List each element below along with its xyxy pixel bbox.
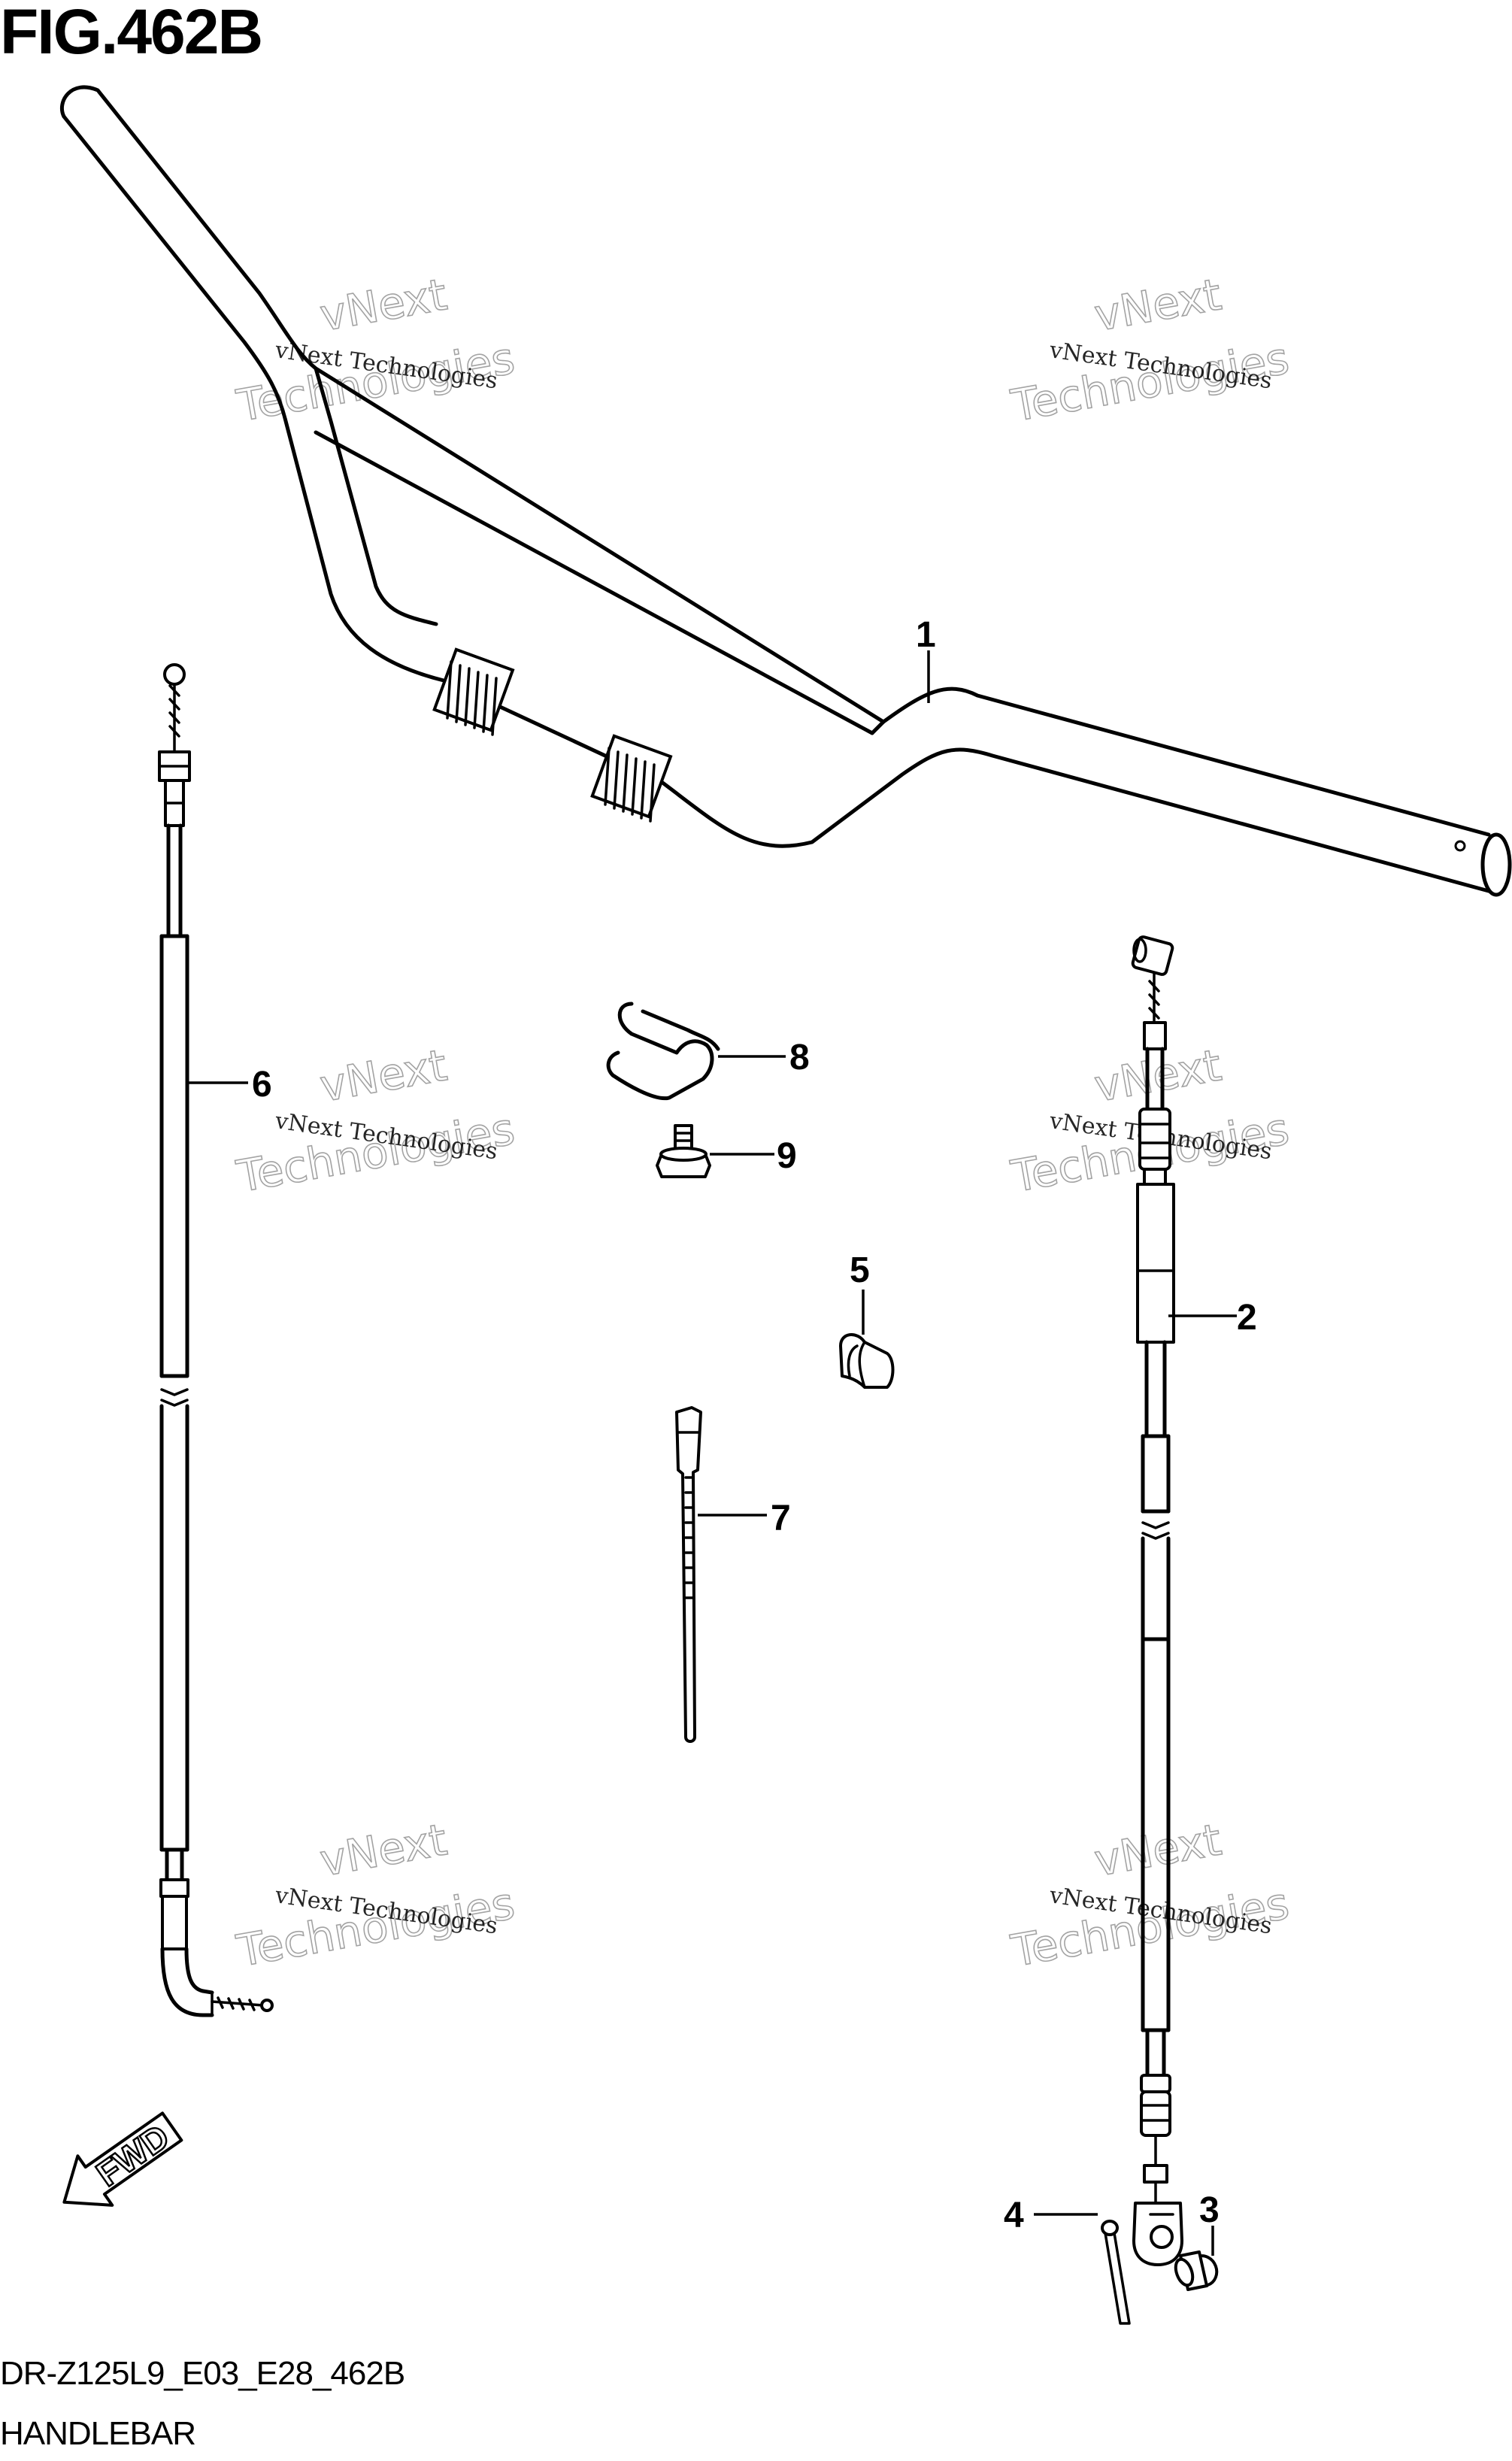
part-bolt[interactable]: [656, 1124, 774, 1178]
callout-7: 7: [771, 1499, 791, 1538]
callout-8: 8: [789, 1038, 810, 1077]
watermark-brand-big: vNext: [1091, 1814, 1226, 1886]
callout-labels: 1 2 3 4 5 6 7 8 9: [252, 615, 1257, 2235]
model-code: DR-Z125L9_E03_E28_462B: [0, 2355, 405, 2392]
knurl-left: [432, 647, 515, 736]
watermark-bottom-right: vNext Technologies vNext Technologies: [1007, 1814, 1293, 1978]
callout-5: 5: [850, 1250, 870, 1290]
part-clamp[interactable]: [839, 1290, 895, 1389]
watermark-brand-big: vNext: [317, 1039, 451, 1111]
knurl-right: [590, 734, 673, 823]
callout-9: 9: [777, 1136, 797, 1176]
watermark-mid-left: vNext Technologies vNext Technologies: [232, 1039, 519, 1203]
watermark-brand-big: vNext: [1091, 268, 1226, 341]
part-cable-left[interactable]: [158, 663, 274, 2017]
callout-3: 3: [1199, 2190, 1220, 2230]
part-cable-tie[interactable]: [675, 1406, 767, 1743]
part-bracket-clip[interactable]: [606, 1002, 786, 1101]
watermark-bottom-left: vNext Technologies vNext Technologies: [232, 1814, 519, 1978]
fwd-arrow-icon: FWD: [62, 2111, 183, 2207]
callout-4: 4: [1004, 2196, 1024, 2235]
callout-2: 2: [1237, 1298, 1257, 1338]
part-cable-right[interactable]: [1131, 935, 1237, 2266]
watermark-brand-big: vNext: [317, 1814, 451, 1886]
figure-title: FIG.462B: [0, 0, 263, 67]
part-cotter-pin[interactable]: [1034, 2213, 1131, 2325]
watermark-top-right: vNext Technologies vNext Technologies: [1007, 268, 1293, 432]
watermark-brand-big: vNext: [317, 268, 451, 341]
part-pin[interactable]: [1172, 2226, 1220, 2291]
part-handlebar[interactable]: [59, 85, 1512, 897]
callout-1: 1: [916, 615, 936, 655]
figure-caption: HANDLEBAR: [0, 2415, 196, 2452]
callout-6: 6: [252, 1065, 272, 1105]
